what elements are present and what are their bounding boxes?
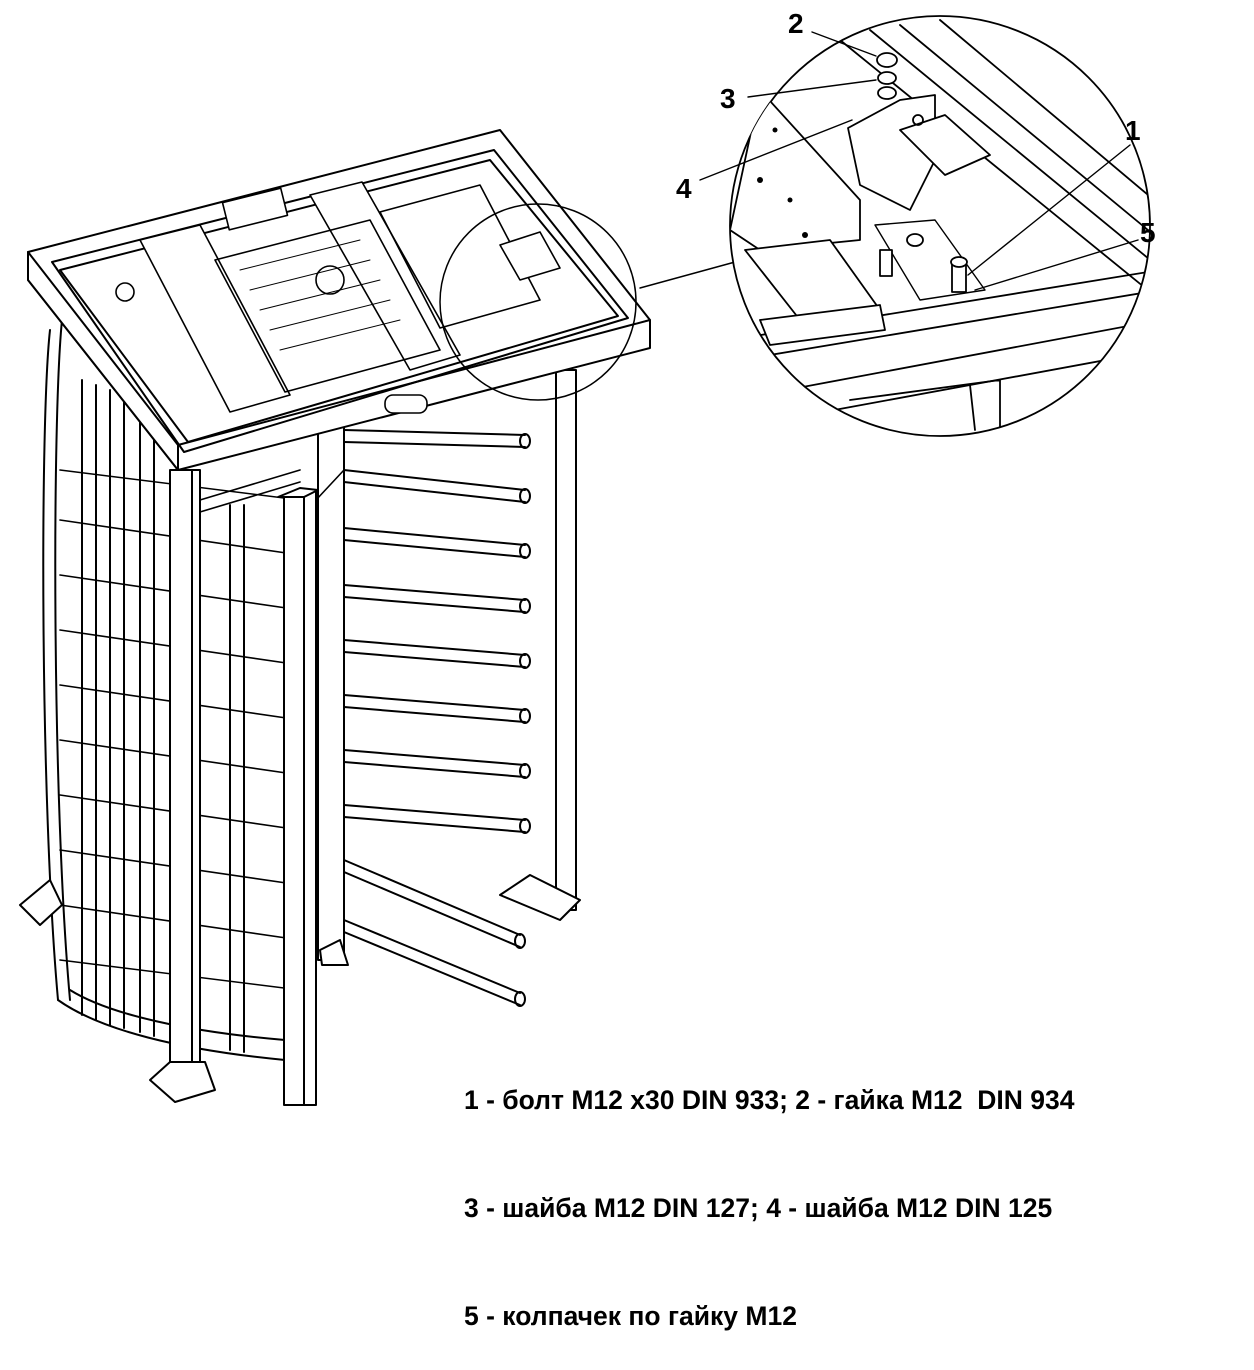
rotor-arms (199, 429, 531, 1007)
parts-legend: 1 - болт M12 x30 DIN 933; 2 - гайка M12 … (464, 1010, 1244, 1370)
legend-line-1: 1 - болт M12 x30 DIN 933; 2 - гайка M12 … (464, 1085, 1075, 1115)
zoom-detail (729, 15, 1151, 437)
callout-2: 2 (788, 8, 804, 39)
callout-1: 1 (1125, 115, 1141, 146)
detail-marker-circle (439, 203, 637, 401)
rotor-post (277, 487, 319, 1106)
legend-line-3: 5 - колпачек по гайку M12 (464, 1301, 797, 1331)
callout-labels: 2 3 4 1 5 (676, 8, 1156, 248)
left-post (149, 469, 216, 1103)
turnstile-body (19, 129, 651, 1106)
callout-5: 5 (1140, 217, 1156, 248)
turnstile-drawing: 2 3 4 1 5 (19, 8, 1156, 1106)
detail-leader-line (639, 261, 736, 289)
top-mechanism (115, 181, 561, 414)
legend-line-2: 3 - шайба M12 DIN 127; 4 - шайба M12 DIN… (464, 1193, 1053, 1223)
callout-leaders (699, 31, 1139, 291)
right-fixed-panel (317, 369, 581, 966)
callout-4: 4 (676, 173, 692, 204)
callout-3: 3 (720, 83, 736, 114)
